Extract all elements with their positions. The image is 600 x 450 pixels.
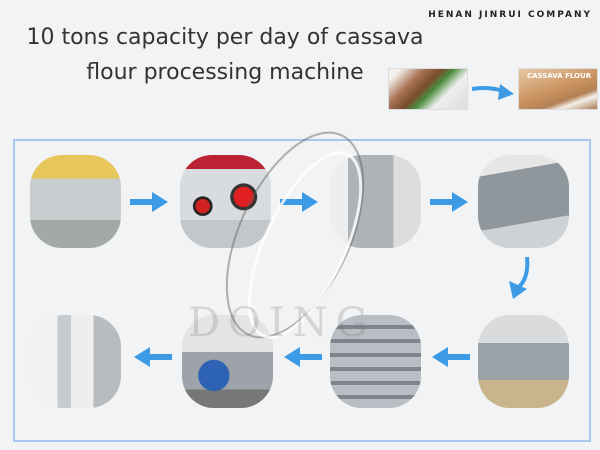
page-title-line1: 10 tons capacity per day of cassava <box>26 25 424 50</box>
cutting-machine-image <box>330 155 421 248</box>
cassava-root-image <box>388 68 468 110</box>
press-filter-image <box>478 315 569 408</box>
cassava-flour-image: CASSAVA FLOUR <box>518 68 598 110</box>
page-title-line2: flour processing machine <box>86 60 364 85</box>
watermark-text: DOING <box>188 300 376 346</box>
arrow-right-icon <box>430 192 468 212</box>
arrow-down-icon <box>509 256 530 299</box>
washing-machine-image <box>30 155 121 248</box>
arrow-left-icon <box>284 347 322 367</box>
flash-dryer-image <box>30 315 121 408</box>
arrow-right-icon <box>130 192 168 212</box>
peeling-machine-image <box>180 155 271 248</box>
company-name: HENAN JINRUI COMPANY <box>428 10 592 20</box>
arrow-right-icon <box>280 192 318 212</box>
arrow-left-icon <box>432 347 470 367</box>
rasper-machine-image <box>478 155 569 248</box>
process-flow-frame <box>13 139 591 442</box>
arrow-left-icon <box>134 347 172 367</box>
arrow-right-icon <box>471 84 514 100</box>
